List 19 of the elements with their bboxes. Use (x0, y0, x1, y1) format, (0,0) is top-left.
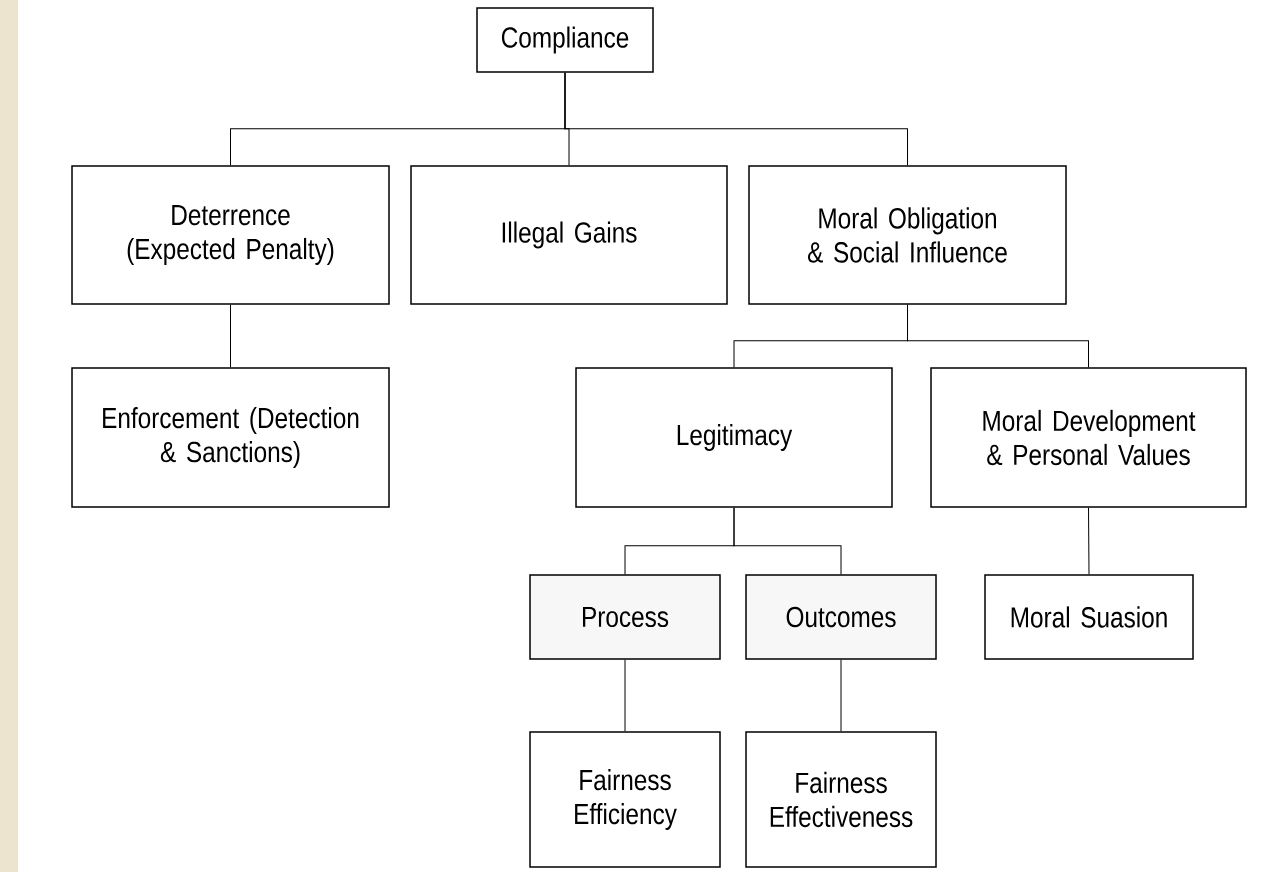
box: Illegal Gains (410, 165, 728, 305)
box: Deterrence (Expected Penalty) (71, 165, 390, 305)
box: Moral Obligation & Social Influence (748, 165, 1067, 305)
box: Process (529, 574, 721, 660)
connector-line (230, 304, 231, 368)
box: Fairness Effectiveness (745, 731, 937, 868)
connector-line (733, 507, 842, 575)
box: Outcomes (745, 574, 937, 660)
box: Legitimacy (575, 367, 893, 508)
connector-line (1088, 507, 1090, 575)
connector-line (840, 659, 842, 732)
connector-line (564, 72, 908, 166)
connector-line (624, 659, 626, 732)
box: Enforcement (Detection & Sanctions) (71, 367, 390, 508)
box: Fairness Efficiency (529, 731, 721, 868)
box: Moral Development & Personal Values (930, 367, 1247, 508)
connector-line (907, 304, 1089, 368)
box: Moral Suasion (984, 574, 1194, 660)
box: Compliance (476, 7, 654, 73)
